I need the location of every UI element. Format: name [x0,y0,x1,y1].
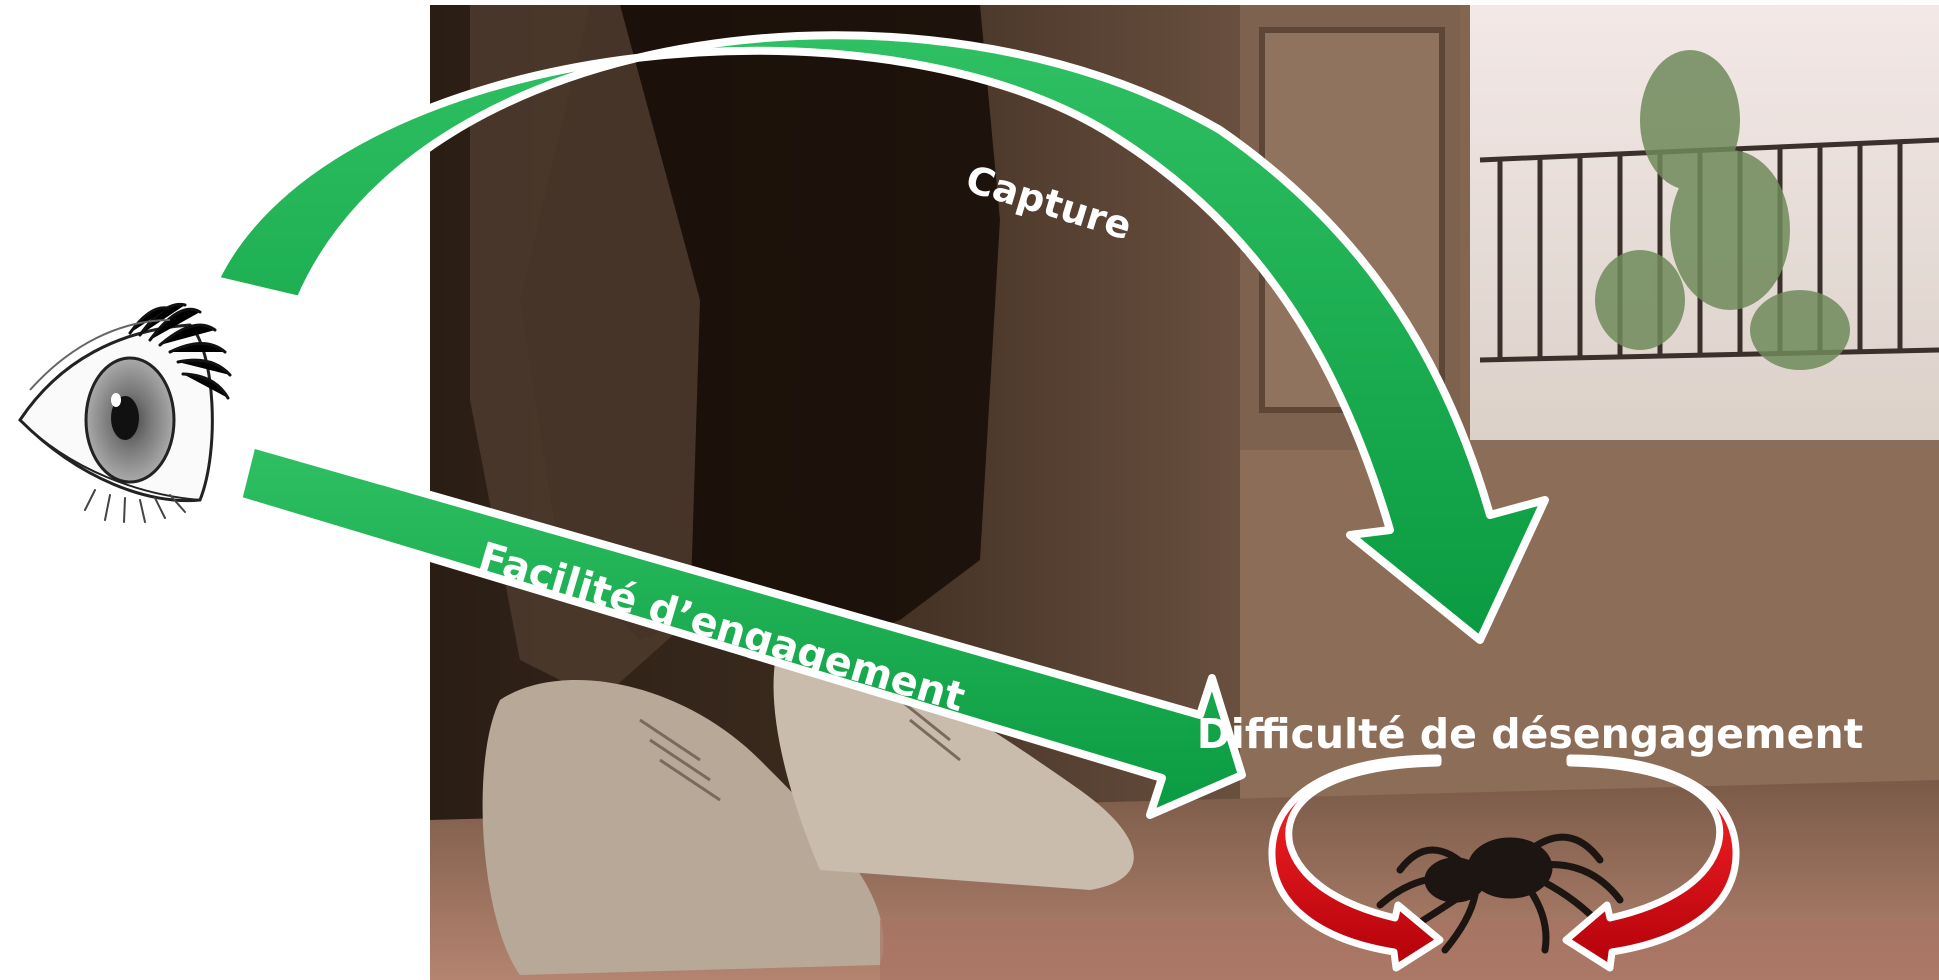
disengagement-label: Difficulté de désengagement [1197,710,1864,758]
eye-icon [20,304,230,522]
